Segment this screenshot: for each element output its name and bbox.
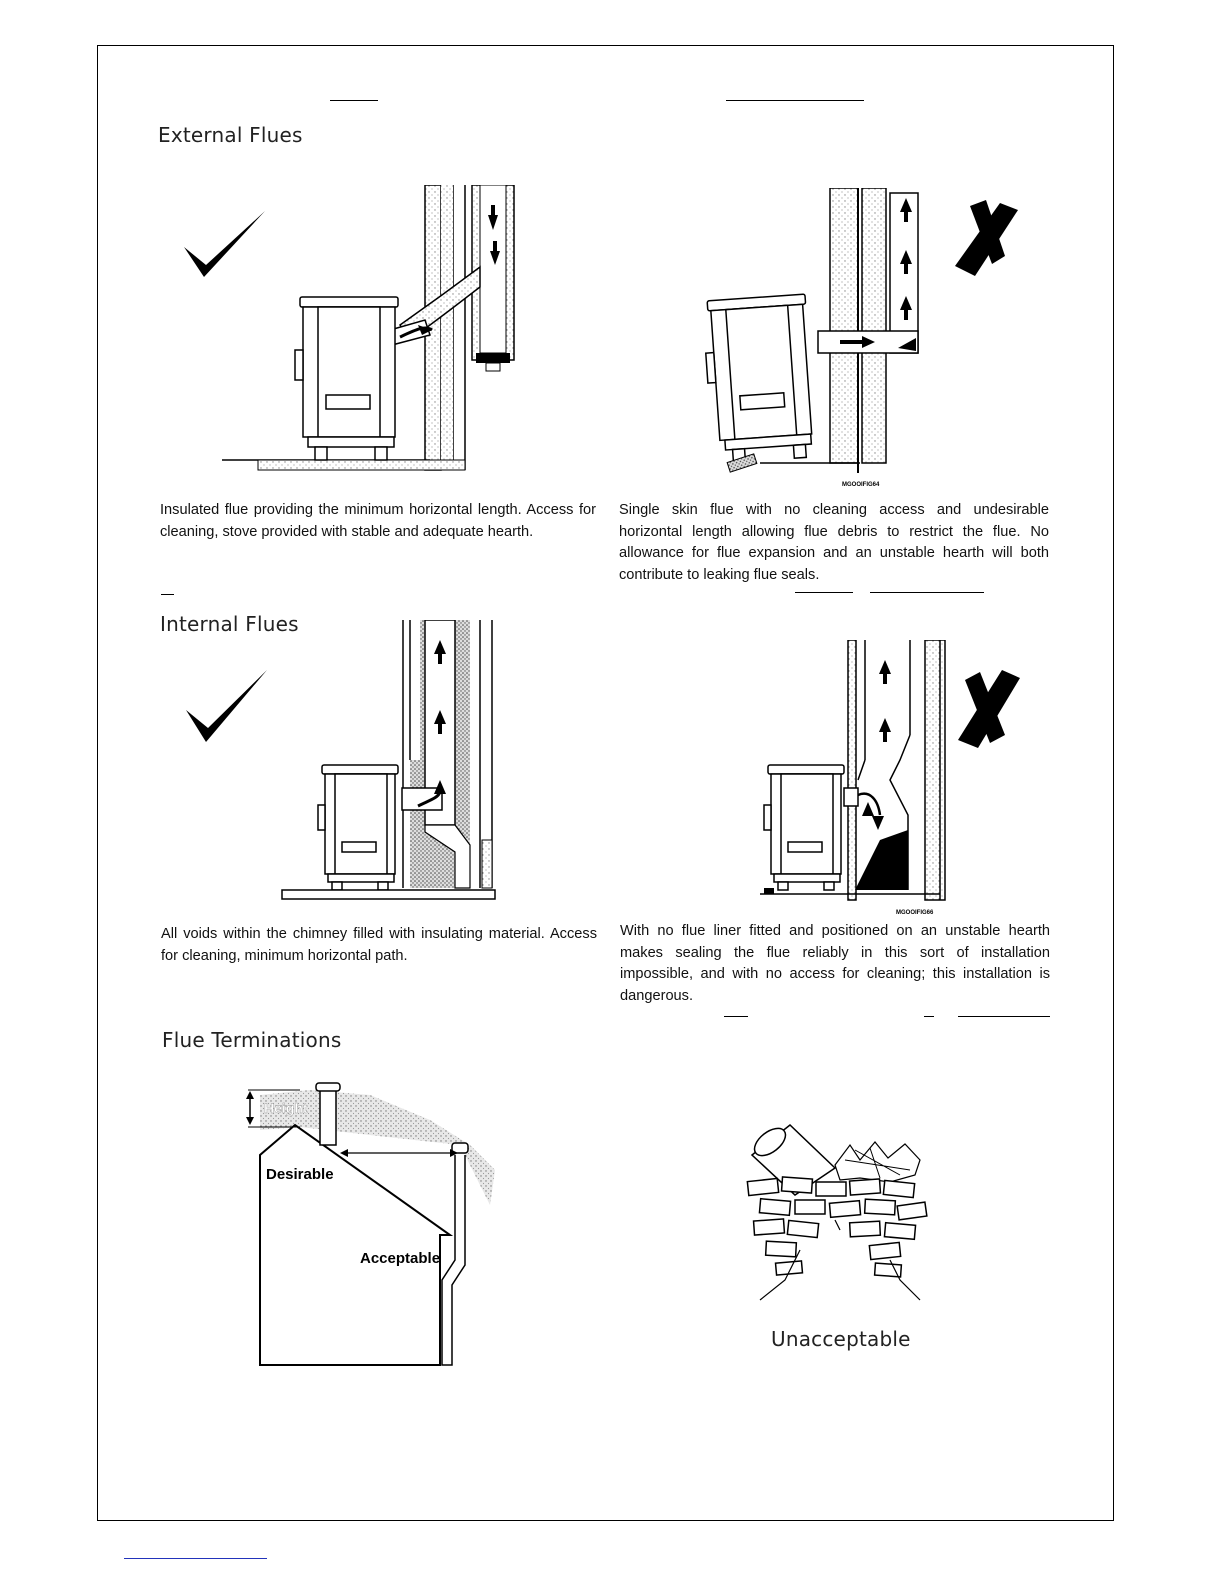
divider-right-1b <box>870 592 984 593</box>
unacceptable-chimney-figure <box>740 1120 940 1310</box>
external-flue-bad-figure: MGOOIFIG64 <box>700 188 1040 488</box>
internal-flue-bad-figure: MGOOIFIG66 <box>740 640 1050 920</box>
page-frame <box>97 45 1114 1521</box>
unacceptable-label: Unacceptable <box>771 1327 911 1351</box>
divider-left-1 <box>161 594 174 595</box>
header-rule-left <box>330 100 378 101</box>
arrow-up-icon <box>840 198 912 348</box>
checkmark-icon <box>184 211 265 277</box>
section-title-external-flues: External Flues <box>158 123 303 147</box>
arrow-up-icon <box>862 660 891 830</box>
acceptable-label: Acceptable <box>360 1250 440 1267</box>
desirable-label: Desirable <box>266 1166 334 1183</box>
section-title-flue-terminations: Flue Terminations <box>162 1028 342 1052</box>
section-title-internal-flues: Internal Flues <box>160 612 299 636</box>
cross-icon <box>958 670 1020 748</box>
divider-right-2b <box>924 1016 934 1017</box>
height-label: Height <box>264 1100 308 1116</box>
figure-code-66: MGOOIFIG66 <box>896 910 934 916</box>
divider-right-2a <box>724 1016 748 1017</box>
arrow-up-icon <box>434 640 446 794</box>
divider-right-1a <box>795 592 853 593</box>
bottom-link-underline <box>124 1558 267 1559</box>
external-good-caption: Insulated flue providing the minimum hor… <box>160 502 596 540</box>
cross-icon <box>955 200 1018 276</box>
internal-flue-good-figure <box>170 620 510 905</box>
figure-code-64: MGOOIFIG64 <box>842 482 880 488</box>
external-flue-good-figure <box>170 185 530 480</box>
header-rule-right <box>726 100 864 101</box>
flue-terminations-figure: Height Desirable Acceptable <box>230 1075 510 1375</box>
external-bad-caption: Single skin flue with no cleaning access… <box>619 502 1049 583</box>
divider-right-2c <box>958 1016 1050 1017</box>
internal-good-caption: All voids within the chimney filled with… <box>161 926 597 964</box>
checkmark-icon <box>186 670 267 742</box>
internal-bad-caption: With no flue liner fitted and positioned… <box>620 923 1050 1004</box>
